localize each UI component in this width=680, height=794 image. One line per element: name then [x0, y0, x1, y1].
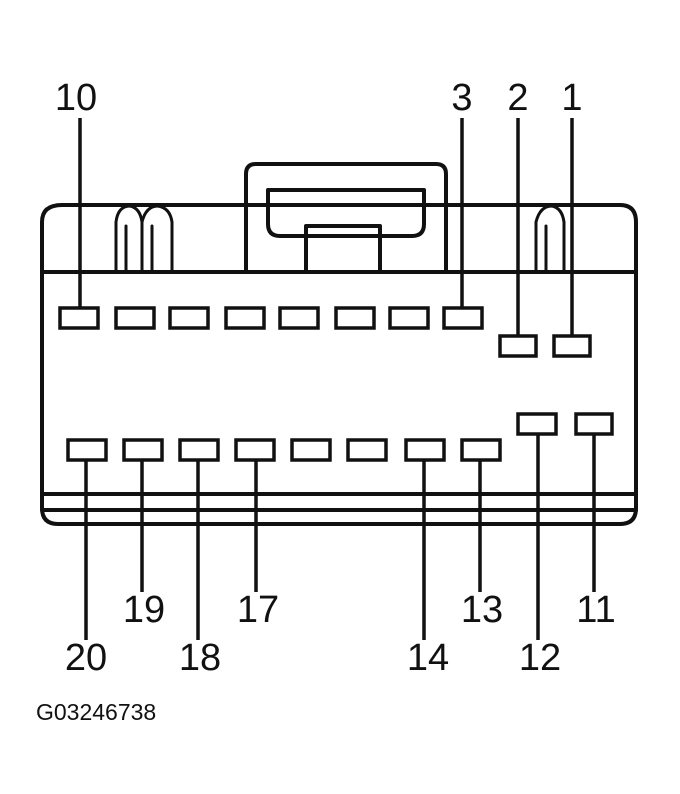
terminal-12: [516, 412, 558, 436]
pin-label-11: 11: [576, 589, 615, 631]
terminal-13: [460, 438, 502, 462]
pin-label-1: 1: [561, 77, 582, 119]
terminal-2: [498, 334, 538, 358]
terminal-9: [114, 306, 156, 330]
terminal-14: [404, 438, 446, 462]
pin-label-13: 13: [461, 589, 503, 631]
terminal-row-upper: [58, 306, 592, 358]
connector-latch: [244, 162, 448, 274]
terminal-15: [346, 438, 388, 462]
pin-label-3: 3: [451, 77, 472, 119]
terminal-3: [442, 306, 484, 330]
terminal-row-lower: [66, 412, 614, 462]
terminal-20: [66, 438, 108, 462]
terminal-1: [552, 334, 592, 358]
terminal-19: [122, 438, 164, 462]
leader-lines-bottom: [84, 434, 596, 640]
pin-label-10: 10: [55, 77, 97, 119]
pin-label-14: 14: [407, 637, 449, 679]
pin-label-17: 17: [237, 589, 279, 631]
terminal-17: [234, 438, 276, 462]
terminal-16: [290, 438, 332, 462]
terminal-5: [334, 306, 376, 330]
pin-label-20: 20: [65, 637, 107, 679]
pin-label-18: 18: [179, 637, 221, 679]
figure-id: G03246738: [36, 699, 156, 725]
terminal-8: [168, 306, 210, 330]
leader-lines-top: [78, 118, 574, 336]
terminal-10: [58, 306, 100, 330]
pin-label-19: 19: [123, 589, 165, 631]
terminal-7: [224, 306, 266, 330]
terminal-6: [278, 306, 320, 330]
terminal-11: [574, 412, 614, 436]
terminal-4: [388, 306, 430, 330]
pin-label-2: 2: [507, 77, 528, 119]
housing-ribs: [114, 204, 566, 274]
pin-labels: 10 3 2 1 19 17 13 11 20 18 14 12: [55, 77, 616, 679]
terminal-18: [178, 438, 220, 462]
pin-label-12: 12: [519, 637, 561, 679]
